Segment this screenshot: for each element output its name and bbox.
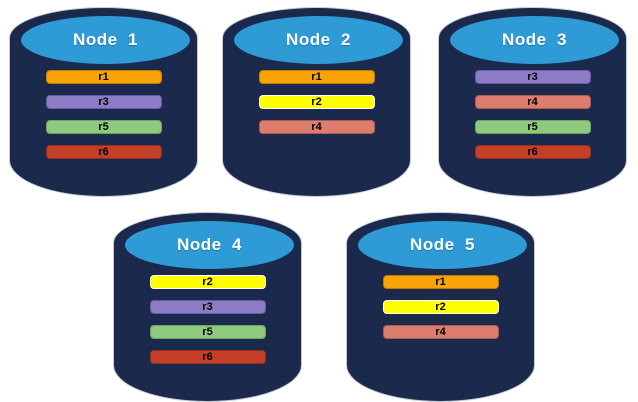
node-1-title: Node 1: [73, 30, 138, 49]
node-4-cylinder: Node 4 r2 r3 r5 r6: [114, 213, 301, 401]
node-4-top-ellipse: Node 4: [122, 218, 297, 272]
node-4-replica-list: r2 r3 r5 r6: [114, 275, 301, 364]
replica-bar-r4: r4: [382, 325, 499, 339]
replica-bar-r1: r1: [258, 70, 375, 84]
replica-label: r3: [527, 70, 538, 83]
node-2-cylinder: Node 2 r1 r2 r4: [223, 8, 410, 196]
replica-label: r4: [435, 325, 446, 338]
replica-label: r1: [435, 275, 446, 288]
node-3-top-ellipse: Node 3: [447, 13, 622, 67]
replica-bar-r6: r6: [149, 350, 266, 364]
node-1-top-ellipse: Node 1: [18, 13, 193, 67]
replica-bar-r2: r2: [382, 300, 499, 314]
replica-bar-r2: r2: [258, 95, 375, 109]
replica-bar-r1: r1: [45, 70, 162, 84]
replica-label: r4: [527, 95, 538, 108]
node-3-replica-list: r3 r4 r5 r6: [439, 70, 626, 159]
node-3-cylinder: Node 3 r3 r4 r5 r6: [439, 8, 626, 196]
node-5-top-ellipse: Node 5: [355, 218, 530, 272]
replica-bar-r3: r3: [45, 95, 162, 109]
node-5-replica-list: r1 r2 r4: [347, 275, 534, 339]
replica-label: r3: [98, 95, 109, 108]
replica-label: r1: [311, 70, 322, 83]
replica-label: r6: [98, 145, 109, 158]
replica-label: r6: [202, 350, 213, 363]
node-1-cylinder: Node 1 r1 r3 r5 r6: [10, 8, 197, 196]
replica-bar-r4: r4: [474, 95, 591, 109]
replica-label: r5: [527, 120, 538, 133]
node-1-replica-list: r1 r3 r5 r6: [10, 70, 197, 159]
node-2-replica-list: r1 r2 r4: [223, 70, 410, 134]
replica-label: r1: [98, 70, 109, 83]
replica-label: r4: [311, 120, 322, 133]
replica-bar-r4: r4: [258, 120, 375, 134]
replica-label: r5: [98, 120, 109, 133]
replica-label: r6: [527, 145, 538, 158]
replica-label: r2: [435, 300, 446, 313]
replica-label: r2: [202, 275, 213, 288]
node-2-top-ellipse: Node 2: [231, 13, 406, 67]
replica-bar-r3: r3: [149, 300, 266, 314]
replica-label: r2: [311, 95, 322, 108]
replica-bar-r1: r1: [382, 275, 499, 289]
replica-bar-r2: r2: [149, 275, 266, 289]
node-5-title: Node 5: [410, 235, 475, 254]
replica-bar-r5: r5: [45, 120, 162, 134]
replica-bar-r5: r5: [149, 325, 266, 339]
node-3-title: Node 3: [502, 30, 567, 49]
replica-label: r5: [202, 325, 213, 338]
replica-label: r3: [202, 300, 213, 313]
replica-bar-r3: r3: [474, 70, 591, 84]
replica-bar-r6: r6: [474, 145, 591, 159]
replica-bar-r5: r5: [474, 120, 591, 134]
node-5-cylinder: Node 5 r1 r2 r4: [347, 213, 534, 401]
node-4-title: Node 4: [177, 235, 242, 254]
replica-bar-r6: r6: [45, 145, 162, 159]
node-2-title: Node 2: [286, 30, 351, 49]
